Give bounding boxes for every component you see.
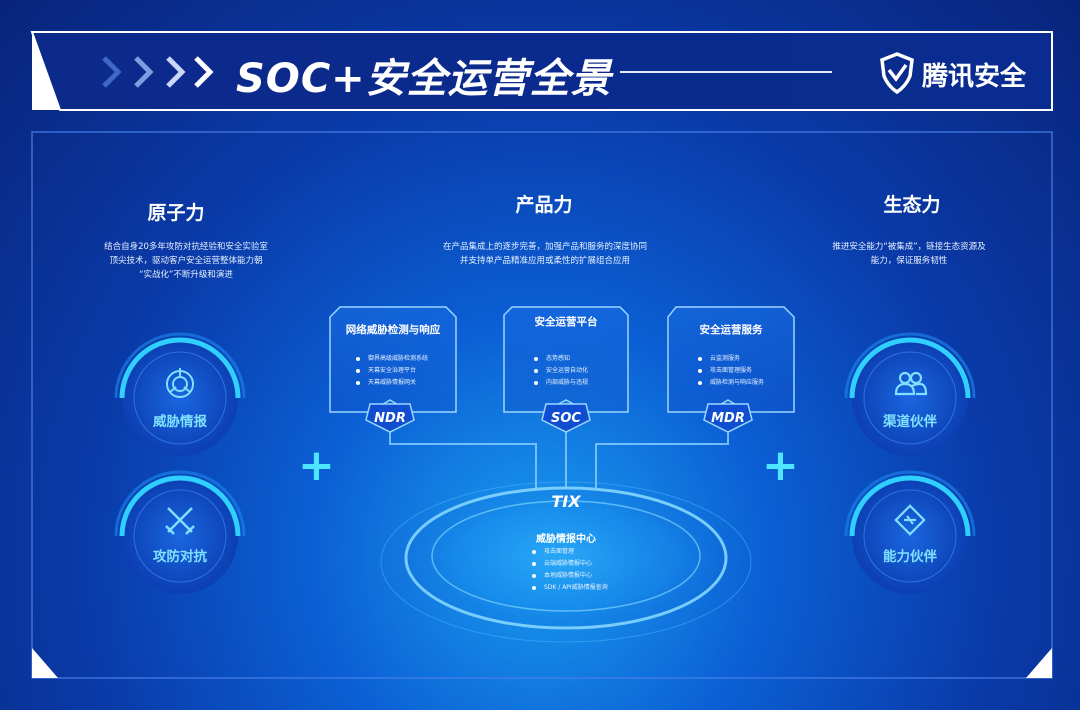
capability-partner-label: 能力伙伴 [883,549,937,565]
desc-line: 能力，保证服务韧性 [870,256,948,266]
list-item: 安全运营自动化 [534,365,588,377]
plus-sign-left: + [298,440,335,491]
center-list: 攻击面管理 云端威胁情报中心 本地威胁情报中心 SDK / API威胁情报查询 [532,546,608,594]
target-radar-icon [166,368,194,398]
handshake-icon [894,504,926,536]
badge-tix: TIX [551,492,581,511]
circle-capability-partner [844,470,976,594]
circle-threat-intel [114,332,246,456]
card-title-soc: 安全运营平台 [534,316,598,328]
right-circles [844,332,976,594]
list-item: 态势感知 [534,353,588,365]
center-title: 威胁情报中心 [536,534,596,545]
list-item: 天幕安全治理平台 [356,365,428,377]
list-item: 内部威胁与违规 [534,377,588,389]
desc-line: 推进安全能力“被集成”，链接生态资源及 [832,242,986,252]
left-column-description: 结合自身20多年攻防对抗经验和安全实验室 顶尖技术，驱动客户安全运营整体能力朝 … [76,240,296,282]
list-item: 云端威胁情报中心 [532,558,608,570]
card-list-soc: 态势感知 安全运营自动化 内部威胁与违规 [534,353,588,389]
desc-line: 顶尖技术，驱动客户安全运营整体能力朝 [109,256,263,266]
header-banner [30,31,1053,111]
badge-soc: SOC [551,411,581,426]
card-frame-ndr [329,306,457,433]
desc-line: “实战化”不断升级和演进 [139,270,233,280]
list-item: 御界高级威胁检测系统 [356,353,428,365]
right-column-title: 生态力 [883,194,941,216]
middle-column-title: 产品力 [515,194,573,216]
desc-line: 在产品集成上的逐步完善，加强产品和服务的深度协同 [442,242,647,252]
list-item: 攻击面管理 [532,546,608,558]
people-icon [894,371,928,396]
list-item: 攻击面管理服务 [698,365,764,377]
desc-line: 并支持单产品精准应用或柔性的扩展组合应用 [459,256,630,266]
chevron-arrows-icon [102,56,214,88]
list-item: 云监测服务 [698,353,764,365]
badge-ndr: NDR [374,411,406,426]
page-title: SOC+安全运营全景 [236,56,612,102]
list-item: 天幕威胁情报网关 [356,377,428,389]
connector-lines [389,428,729,488]
list-item: SDK / API威胁情报查询 [532,582,608,594]
card-frame-soc [503,306,629,433]
middle-column-description: 在产品集成上的逐步完善，加强产品和服务的深度协同 并支持单产品精准应用或柔性的扩… [400,240,690,268]
list-item: 威胁检测与响应服务 [698,377,764,389]
left-column-title: 原子力 [147,202,205,224]
badge-mdr: MDR [711,411,745,426]
shield-check-icon [880,52,914,95]
main-panel-frame [31,131,1053,679]
plus-sign-right: + [762,440,799,491]
circle-attack-defense [114,470,246,594]
channel-partner-label: 渠道伙伴 [883,414,937,430]
list-item: 本地威胁情报中心 [532,570,608,582]
card-list-mdr: 云监测服务 攻击面管理服务 威胁检测与响应服务 [698,353,764,389]
attack-defense-label: 攻防对抗 [153,549,207,565]
brand-name: 腾讯安全 [922,62,1027,92]
card-title-mdr: 安全运营服务 [699,324,763,336]
right-column-description: 推进安全能力“被集成”，链接生态资源及 能力，保证服务韧性 [804,240,1014,268]
card-title-ndr: 网络威胁检测与响应 [345,324,441,336]
card-frame-mdr [667,306,795,433]
card-frames [329,306,795,433]
card-list-ndr: 御界高级威胁检测系统 天幕安全治理平台 天幕威胁情报网关 [356,353,428,389]
desc-line: 结合自身20多年攻防对抗经验和安全实验室 [104,242,268,252]
threat-intel-label: 威胁情报 [153,414,207,430]
circle-channel-partner [844,332,976,456]
crossed-swords-icon [165,507,195,535]
